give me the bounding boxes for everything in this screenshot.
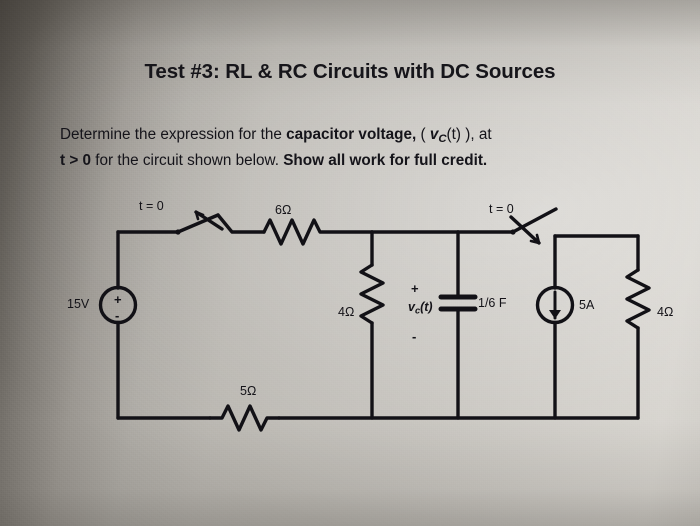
switch-left-label: t = 0: [139, 199, 164, 213]
switch-right-arrow-shaft: [509, 215, 541, 245]
switch-right-blade: [511, 207, 558, 234]
page-title: Test #3: RL & RC Circuits with DC Source…: [144, 60, 556, 83]
prompt-bold-t-condition: t > 0: [60, 152, 92, 170]
capacitor-voltage-arg: (t): [420, 300, 433, 314]
problem-statement: Determine the expression for the capacit…: [60, 124, 660, 171]
switch-right-label: t = 0: [489, 202, 514, 216]
resistor-4ohm-right-label: 4Ω: [657, 305, 674, 319]
resistor-5ohm-symbol: [208, 404, 281, 432]
current-source-label: 5A: [579, 298, 595, 312]
prompt-v-argument: (t): [446, 126, 461, 143]
capacitor-plus-sign: +: [411, 281, 419, 296]
switch-right-arrow-head: [529, 233, 541, 245]
prompt-v-symbol: v: [429, 126, 439, 143]
capacitor-voltage-subscript: c: [414, 305, 421, 316]
prompt-bold-instruction: Show all work for full credit.: [283, 152, 488, 170]
voltage-source-label: 15V: [67, 297, 90, 311]
resistor-5ohm-label: 5Ω: [240, 384, 257, 398]
prompt-bold-capacitor-voltage: capacitor voltage,: [286, 126, 417, 143]
prompt-text-lead: Determine the expression for the: [60, 126, 287, 143]
voltage-source-plus: +: [114, 292, 122, 307]
prompt-line1-tail: at: [478, 126, 492, 143]
prompt-v-subscript: C: [438, 133, 447, 146]
resistor-4ohm-mid-label: 4Ω: [338, 305, 355, 319]
switch-left-blade: [176, 213, 220, 234]
resistor-4ohm-mid-symbol: [359, 263, 385, 325]
prompt-paren-open: (: [416, 126, 430, 143]
voltage-source-minus: -: [115, 308, 120, 323]
switch-left-arrow-head: [194, 210, 205, 221]
prompt-paren-close: ),: [461, 126, 479, 143]
current-source-arrow-head: [549, 310, 561, 319]
resistor-4ohm-right-symbol: [625, 268, 651, 330]
capacitor-minus-sign: -: [412, 329, 417, 344]
resistor-6ohm-symbol: [262, 218, 374, 246]
capacitor-voltage-label: vc(t): [408, 300, 433, 316]
capacitor-label: 1/6 F: [478, 296, 507, 310]
capacitor-voltage-v: v: [408, 300, 415, 314]
prompt-line2-mid: for the circuit shown below.: [91, 152, 284, 170]
wire-switch-to-r6: [216, 213, 266, 234]
resistor-6ohm-label: 6Ω: [275, 203, 292, 217]
